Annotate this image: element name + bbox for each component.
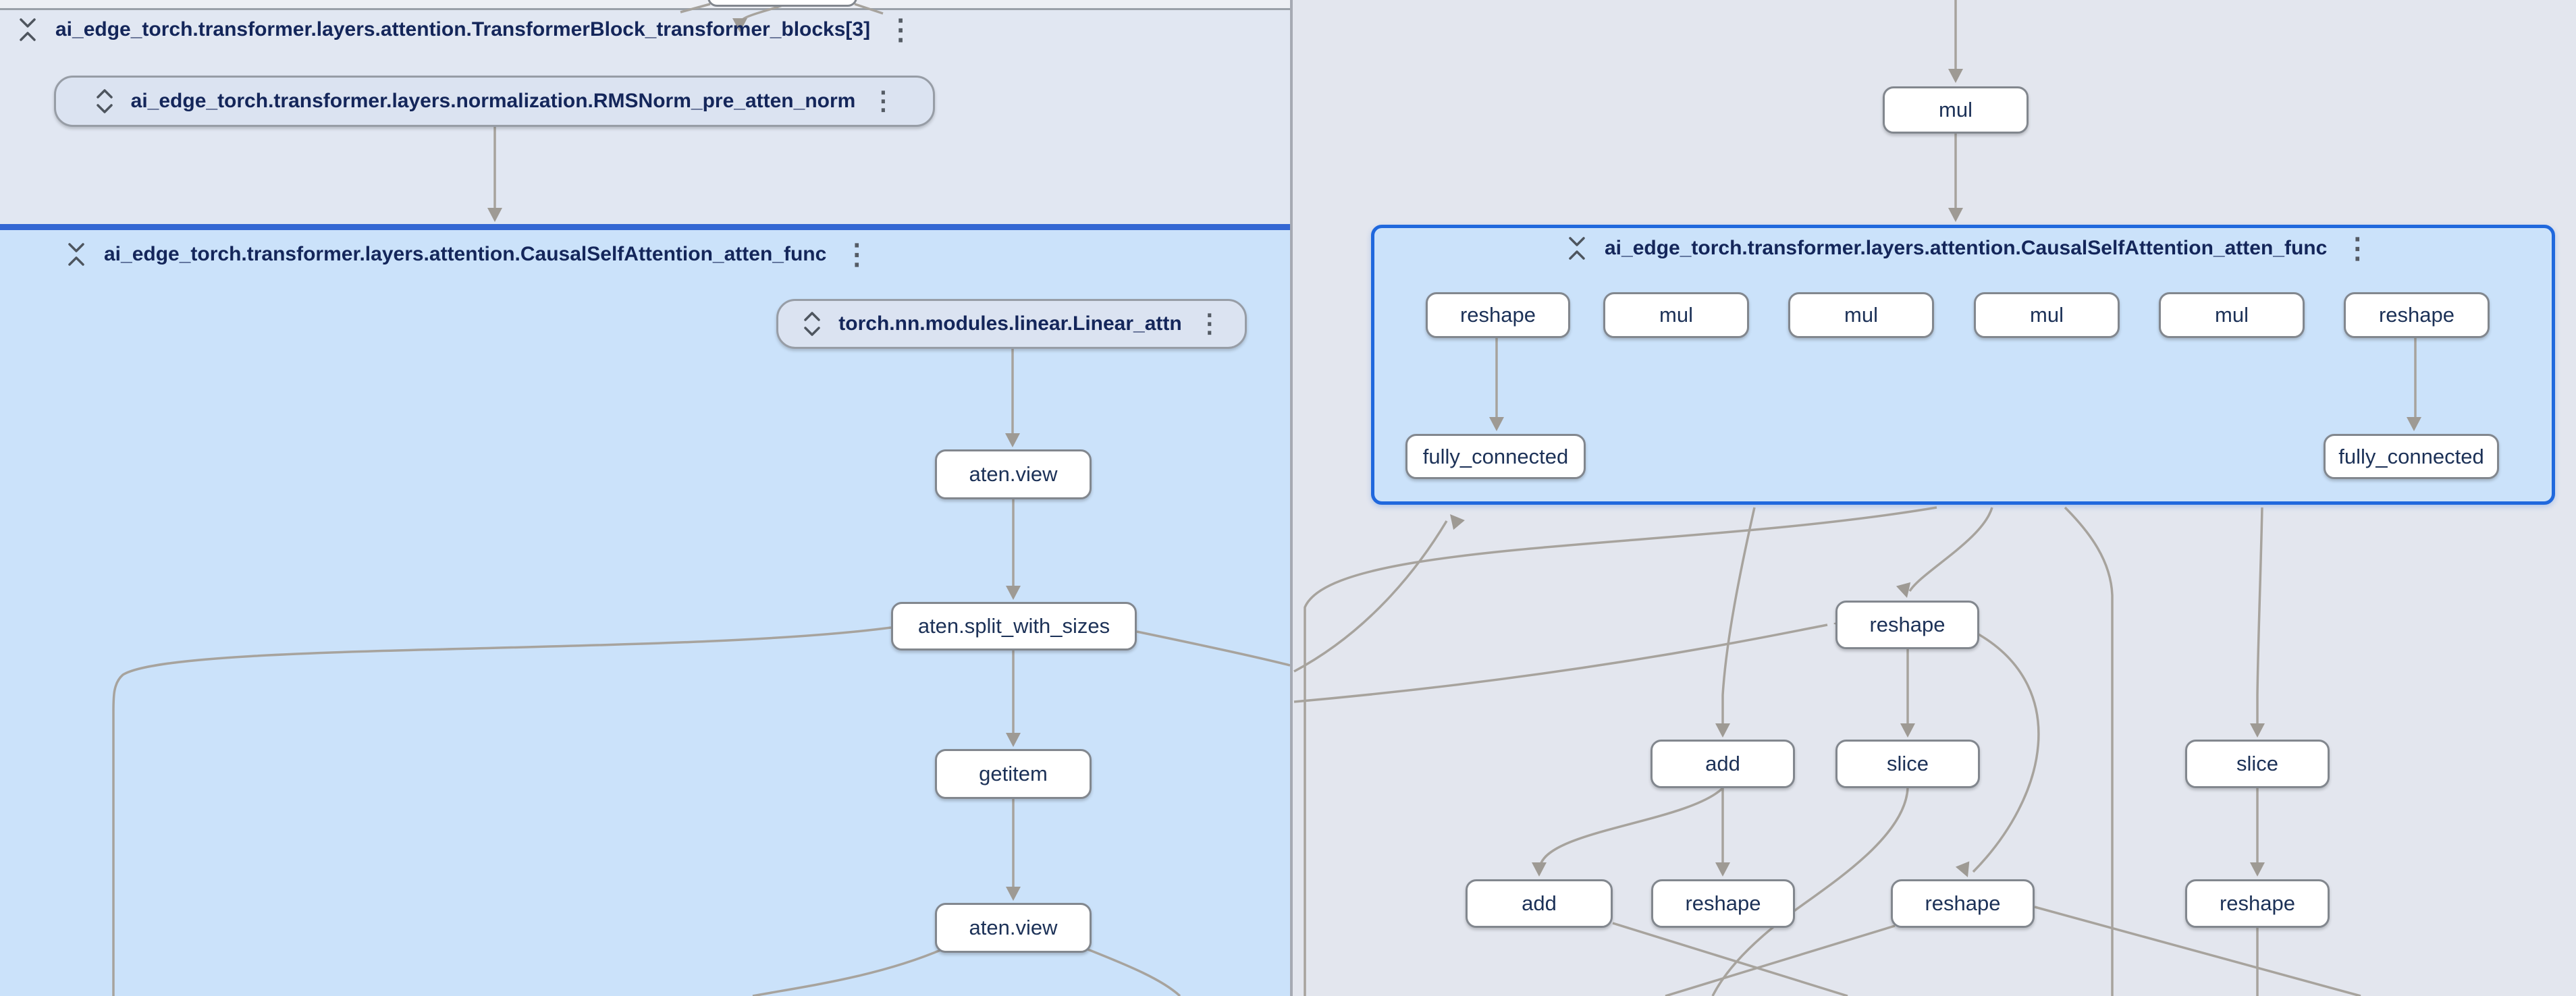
arrowhead-icon — [1715, 723, 1730, 738]
unfold-less-icon[interactable] — [16, 16, 39, 43]
node-aten-view[interactable]: aten.view — [935, 449, 1092, 499]
arrowhead-icon — [1948, 69, 1963, 83]
node-label: slice — [1886, 752, 1929, 775]
node-label: reshape — [2378, 303, 2455, 327]
node-linear-attn[interactable]: torch.nn.modules.linear.Linear_attn ⋮ — [776, 299, 1247, 349]
group-title: ai_edge_torch.transformer.layers.attenti… — [1605, 237, 2328, 259]
node-reshape[interactable]: reshape — [1891, 879, 2035, 928]
group-title: ai_edge_torch.transformer.layers.attenti… — [55, 18, 871, 40]
node-reshape[interactable]: reshape — [1835, 601, 1979, 649]
node-label: mul — [1659, 303, 1693, 327]
node-reshape[interactable]: reshape — [1426, 292, 1570, 338]
edge-line — [1293, 520, 1448, 673]
node-label: aten.view — [969, 916, 1058, 939]
node-label: aten.split_with_sizes — [917, 614, 1110, 638]
offscreen-node[interactable] — [707, 0, 857, 7]
arrowhead-icon — [2250, 862, 2265, 877]
arrowhead-icon — [1450, 514, 1465, 530]
node-reshape[interactable]: reshape — [1651, 879, 1795, 928]
node-add[interactable]: add — [1651, 740, 1795, 788]
unfold-less-icon[interactable] — [1565, 235, 1588, 262]
left-graph-pane[interactable]: ai_edge_torch.transformer.layers.attenti… — [0, 0, 1290, 996]
node-label: add — [1522, 891, 1557, 915]
edge-line — [1293, 624, 1828, 703]
node-reshape[interactable]: reshape — [2344, 292, 2490, 338]
node-label: aten.view — [969, 462, 1058, 486]
kebab-menu-icon[interactable]: ⋮ — [870, 87, 896, 115]
node-label: reshape — [1869, 613, 1946, 636]
node-mul-top[interactable]: mul — [1883, 86, 2029, 134]
node-mul[interactable]: mul — [2159, 292, 2305, 338]
group-header-causal-self-attention: ai_edge_torch.transformer.layers.attenti… — [1565, 231, 2371, 266]
node-label: reshape — [2219, 891, 2296, 915]
group-header-transformer-block: ai_edge_torch.transformer.layers.attenti… — [16, 12, 915, 47]
arrowhead-icon — [1896, 582, 1911, 598]
kebab-menu-icon[interactable]: ⋮ — [2343, 232, 2372, 264]
node-label: reshape — [1685, 891, 1761, 915]
edge-line — [1665, 924, 1896, 996]
node-label: mul — [1844, 303, 1878, 327]
arrowhead-icon — [1715, 862, 1730, 877]
node-label: reshape — [1459, 303, 1536, 327]
kebab-menu-icon[interactable]: ⋮ — [842, 238, 871, 270]
edge-line — [1721, 507, 1756, 730]
node-label: mul — [2215, 303, 2249, 327]
unfold-less-icon[interactable] — [65, 241, 88, 268]
node-fully-connected[interactable]: fully_connected — [1405, 434, 1586, 479]
arrowhead-icon — [1955, 861, 1970, 877]
unfold-more-icon[interactable] — [801, 310, 824, 337]
node-label: getitem — [979, 762, 1048, 785]
edge-line — [2064, 506, 2114, 996]
arrowhead-icon — [1532, 862, 1547, 877]
pane-divider[interactable] — [1290, 0, 1293, 996]
node-label: add — [1705, 752, 1740, 775]
arrowhead-icon — [1948, 208, 1963, 222]
node-mul[interactable]: mul — [1788, 292, 1934, 338]
node-add[interactable]: add — [1466, 879, 1613, 928]
node-rms-norm[interactable]: ai_edge_torch.transformer.layers.normali… — [54, 76, 935, 127]
node-mul[interactable]: mul — [1974, 292, 2120, 338]
unfold-more-icon[interactable] — [93, 88, 116, 115]
node-label: ai_edge_torch.transformer.layers.normali… — [130, 90, 856, 112]
node-slice[interactable]: slice — [2185, 740, 2330, 788]
edge-line — [1972, 633, 2040, 873]
node-fully-connected[interactable]: fully_connected — [2324, 434, 2499, 479]
node-label: reshape — [1925, 891, 2001, 915]
node-mul[interactable]: mul — [1603, 292, 1749, 338]
node-label: fully_connected — [2338, 444, 2484, 468]
node-slice[interactable]: slice — [1835, 740, 1980, 788]
node-label: fully_connected — [1422, 444, 1569, 468]
node-getitem[interactable]: getitem — [935, 749, 1092, 799]
right-graph-pane[interactable]: mul ai_edge_torch.transformer.layers.att… — [1293, 0, 2576, 996]
edge-line — [1908, 507, 1993, 592]
kebab-menu-icon[interactable]: ⋮ — [886, 13, 915, 45]
node-label: torch.nn.modules.linear.Linear_attn — [838, 312, 1182, 335]
arrowhead-icon — [2250, 723, 2265, 738]
edge-line — [1538, 787, 1724, 868]
node-aten-view-2[interactable]: aten.view — [935, 903, 1092, 953]
edge-line — [2256, 507, 2263, 730]
kebab-menu-icon[interactable]: ⋮ — [1196, 310, 1223, 338]
group-title: ai_edge_torch.transformer.layers.attenti… — [104, 243, 827, 265]
node-label: mul — [1939, 98, 1973, 121]
node-reshape[interactable]: reshape — [2185, 879, 2330, 928]
node-label: mul — [2030, 303, 2064, 327]
edge-line — [1612, 922, 1848, 996]
arrowhead-icon — [1900, 723, 1915, 738]
node-aten-split-with-sizes[interactable]: aten.split_with_sizes — [891, 602, 1137, 651]
group-header-causal-self-attention: ai_edge_torch.transformer.layers.attenti… — [65, 236, 871, 273]
node-label: slice — [2236, 752, 2278, 775]
